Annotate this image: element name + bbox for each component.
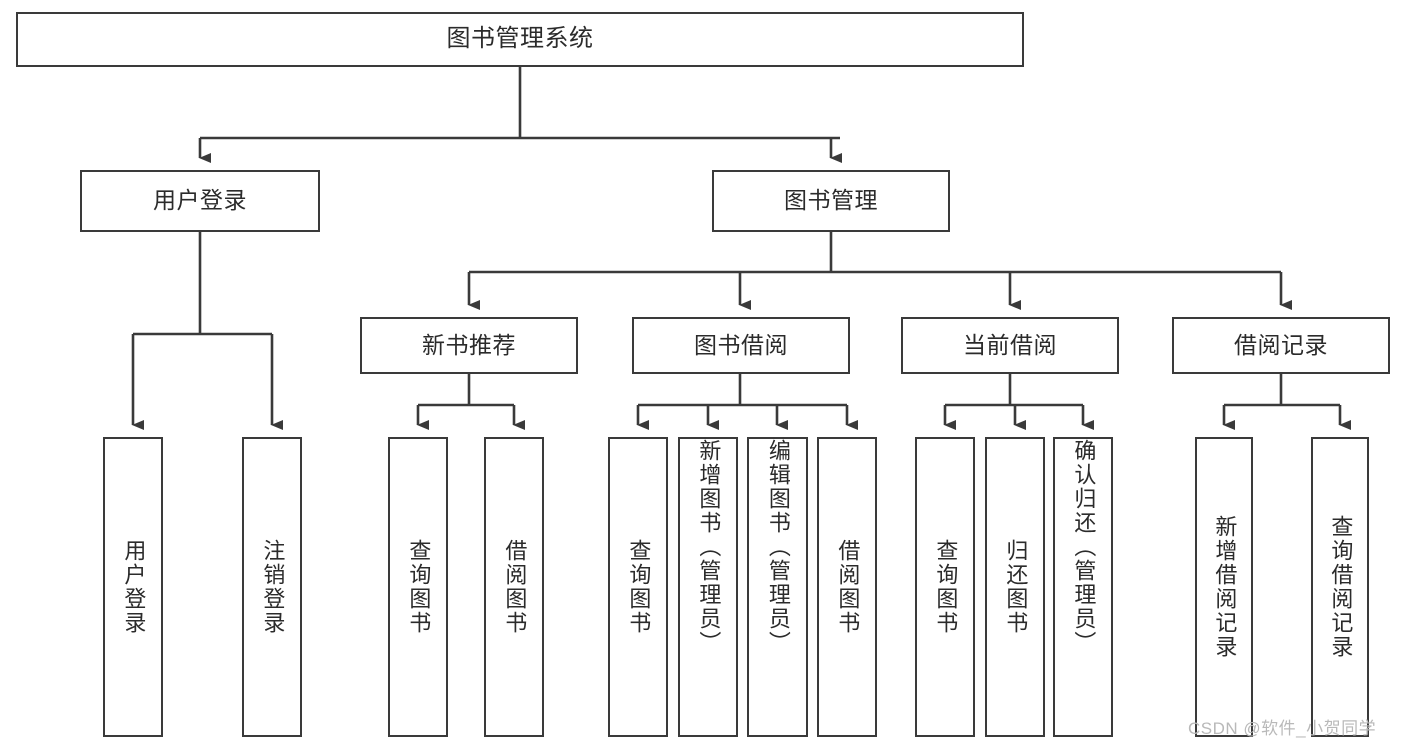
node-borrow-record-label: 借阅记录 (1234, 331, 1328, 358)
leaf-user-logout-label: 注销登录 (260, 539, 286, 635)
leaf-edit-book[interactable]: 编辑图书（管理员） (747, 437, 808, 737)
leaf-edit-book-label: 编辑图书（管理员） (765, 439, 791, 655)
leaf-query-book-current-label: 查询图书 (933, 539, 959, 635)
leaf-query-book-borrow[interactable]: 查询图书 (608, 437, 668, 737)
leaf-confirm-return[interactable]: 确认归还（管理员） (1053, 437, 1113, 737)
leaf-query-book-current[interactable]: 查询图书 (915, 437, 975, 737)
leaf-user-login[interactable]: 用户登录 (103, 437, 163, 737)
leaf-query-borrow-record-label: 查询借阅记录 (1328, 515, 1354, 659)
csdn-watermark: CSDN @软件_小贺同学 (1188, 719, 1377, 738)
node-current-borrow[interactable]: 当前借阅 (901, 317, 1119, 374)
leaf-borrow-book-recommend-label: 借阅图书 (502, 539, 528, 635)
node-user-login-label: 用户登录 (153, 187, 247, 214)
leaf-query-book-recommend-label: 查询图书 (406, 539, 432, 635)
node-root-system-label: 图书管理系统 (446, 25, 594, 53)
leaf-borrow-book-borrow-label: 借阅图书 (835, 539, 861, 635)
leaf-return-book-label: 归还图书 (1003, 539, 1029, 635)
leaf-add-borrow-record-label: 新增借阅记录 (1212, 515, 1238, 659)
leaf-borrow-book-recommend[interactable]: 借阅图书 (484, 437, 544, 737)
leaf-return-book[interactable]: 归还图书 (985, 437, 1045, 737)
node-book-borrow-label: 图书借阅 (694, 331, 788, 358)
leaf-add-borrow-record[interactable]: 新增借阅记录 (1195, 437, 1253, 737)
node-book-manage-label: 图书管理 (784, 187, 878, 214)
node-current-borrow-label: 当前借阅 (963, 331, 1057, 358)
leaf-query-book-borrow-label: 查询图书 (626, 539, 652, 635)
leaf-user-login-label: 用户登录 (121, 539, 147, 635)
leaf-query-borrow-record[interactable]: 查询借阅记录 (1311, 437, 1369, 737)
node-book-borrow[interactable]: 图书借阅 (632, 317, 850, 374)
node-root-system[interactable]: 图书管理系统 (16, 12, 1024, 67)
node-new-book-recommend-label: 新书推荐 (422, 331, 516, 358)
node-new-book-recommend[interactable]: 新书推荐 (360, 317, 578, 374)
node-user-login[interactable]: 用户登录 (80, 170, 320, 232)
leaf-query-book-recommend[interactable]: 查询图书 (388, 437, 448, 737)
leaf-add-book-label: 新增图书（管理员） (696, 439, 722, 655)
node-borrow-record[interactable]: 借阅记录 (1172, 317, 1390, 374)
leaf-add-book[interactable]: 新增图书（管理员） (678, 437, 738, 737)
leaf-borrow-book-borrow[interactable]: 借阅图书 (817, 437, 877, 737)
leaf-confirm-return-label: 确认归还（管理员） (1071, 439, 1097, 655)
leaf-user-logout[interactable]: 注销登录 (242, 437, 302, 737)
node-book-manage[interactable]: 图书管理 (712, 170, 950, 232)
